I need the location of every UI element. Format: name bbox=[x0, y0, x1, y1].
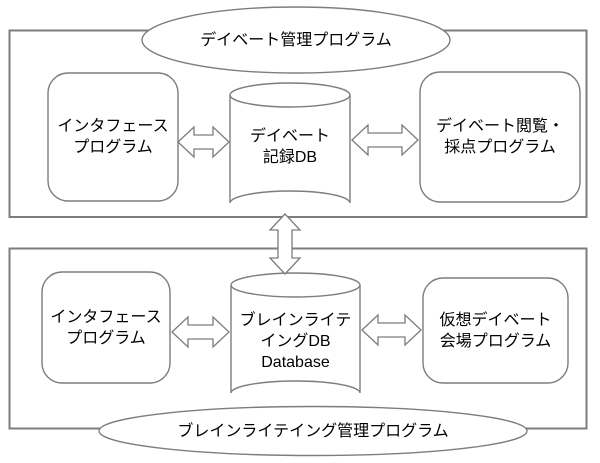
brainwriting-db-cylinder bbox=[230, 272, 361, 394]
bottom-system-title-oval bbox=[98, 405, 528, 457]
top-system-title-oval bbox=[141, 6, 451, 74]
bidirectional-arrow-top-right-icon bbox=[351, 123, 419, 157]
bidirectional-arrow-top-left-icon bbox=[177, 125, 230, 159]
debate-db-cylinder bbox=[229, 82, 351, 204]
interface-program-box-bottom bbox=[41, 271, 171, 384]
bidirectional-arrow-vertical-icon bbox=[268, 213, 302, 275]
virtual-venue-box bbox=[422, 277, 569, 384]
bidirectional-arrow-bottom-right-icon bbox=[361, 313, 422, 347]
bidirectional-arrow-bottom-left-icon bbox=[171, 315, 230, 349]
interface-program-box-top bbox=[47, 72, 179, 202]
debate-viewer-box bbox=[419, 71, 581, 203]
